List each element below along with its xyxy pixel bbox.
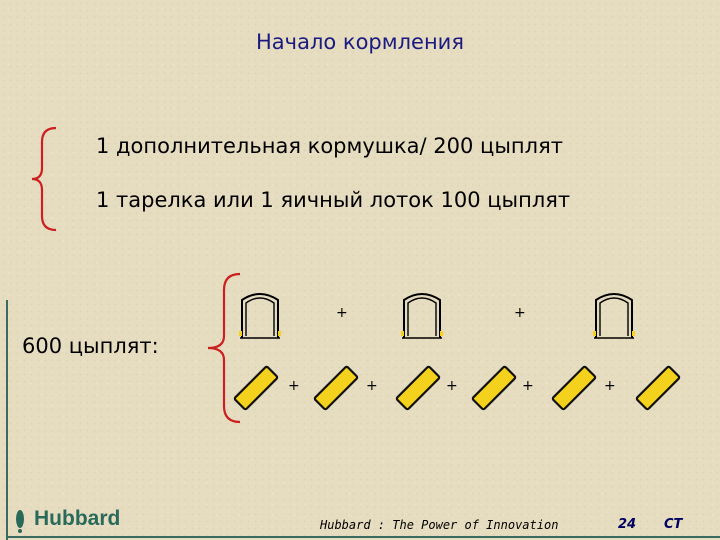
- hubbard-mark-icon: [16, 510, 24, 533]
- tray-ratio-text: 1 тарелка или 1 яичный лоток 100 цыплят: [96, 188, 571, 212]
- plus-sign: +: [514, 305, 526, 321]
- page-number: 24: [618, 517, 637, 532]
- bottom-rule: [6, 536, 720, 538]
- tray-icon: [635, 365, 681, 411]
- plus-sign: +: [366, 378, 378, 394]
- footer-tagline: Hubbard : The Power of Innovation: [320, 518, 559, 532]
- plus-sign: +: [446, 378, 458, 394]
- plus-sign: +: [336, 305, 348, 321]
- feeder-icon: [239, 293, 281, 339]
- slide-title: Начало кормления: [256, 30, 464, 54]
- plus-sign: +: [604, 378, 616, 394]
- plus-sign: +: [288, 378, 300, 394]
- chick-count-label: 600 цыплят:: [22, 334, 159, 358]
- hubbard-logo: Hubbard: [12, 507, 142, 535]
- group-brace: [207, 272, 241, 424]
- tray-icon: [313, 365, 359, 411]
- feeder-icon: [593, 293, 635, 339]
- top-brace: [31, 126, 57, 232]
- logo-text: Hubbard: [34, 507, 121, 530]
- footer-code: CT: [664, 517, 683, 532]
- tray-icon: [471, 365, 517, 411]
- tray-icon: [551, 365, 597, 411]
- tray-icon: [395, 365, 441, 411]
- feeder-icon: [401, 293, 443, 339]
- sidebar-rule: [6, 300, 8, 540]
- tray-icon: [233, 365, 279, 411]
- feeder-ratio-text: 1 дополнительная кормушка/ 200 цыплят: [96, 134, 563, 158]
- plus-sign: +: [522, 378, 534, 394]
